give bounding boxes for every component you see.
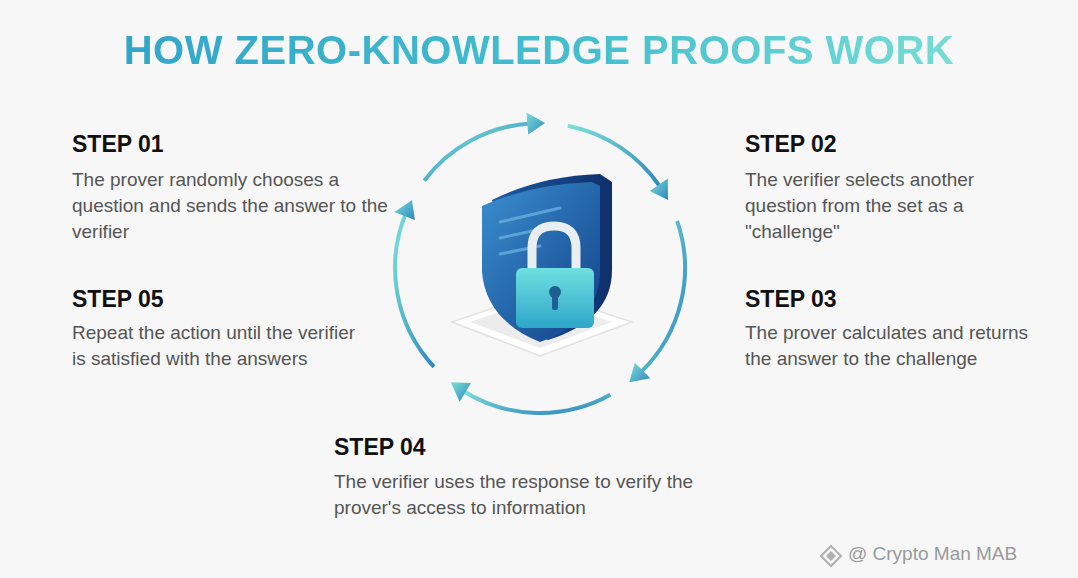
step-text: The verifier uses the response to verify… — [334, 469, 754, 521]
step-heading: STEP 02 — [745, 131, 837, 158]
step-heading: STEP 05 — [72, 286, 164, 313]
step-heading: STEP 04 — [334, 434, 426, 461]
cycle-arrowhead — [650, 179, 668, 200]
title: HOW ZERO-KNOWLEDGE PROOFS WORK — [0, 28, 1078, 73]
step-heading: STEP 01 — [72, 131, 164, 158]
cycle-arrowhead — [526, 113, 545, 135]
cycle-arrowhead — [394, 200, 415, 220]
watermark: @ Crypto Man MAB — [848, 543, 1017, 565]
cycle-arrows — [394, 113, 685, 413]
step-text: The verifier selects another question fr… — [745, 167, 1045, 245]
step-heading: STEP 03 — [745, 286, 837, 313]
cycle-arc — [641, 221, 685, 372]
lock-illustration — [452, 174, 632, 356]
cycle-arc — [463, 391, 610, 413]
cycle-arrowhead — [629, 363, 650, 383]
step-text: Repeat the action until the verifier is … — [72, 320, 372, 372]
cycle-arrowhead — [451, 382, 471, 401]
step-text: The prover calculates and returns the an… — [745, 320, 1035, 372]
cycle-arc — [395, 214, 434, 367]
cycle-arc — [424, 123, 530, 180]
step-text: The prover randomly chooses a question a… — [72, 167, 392, 245]
watermark-icon — [821, 546, 841, 566]
